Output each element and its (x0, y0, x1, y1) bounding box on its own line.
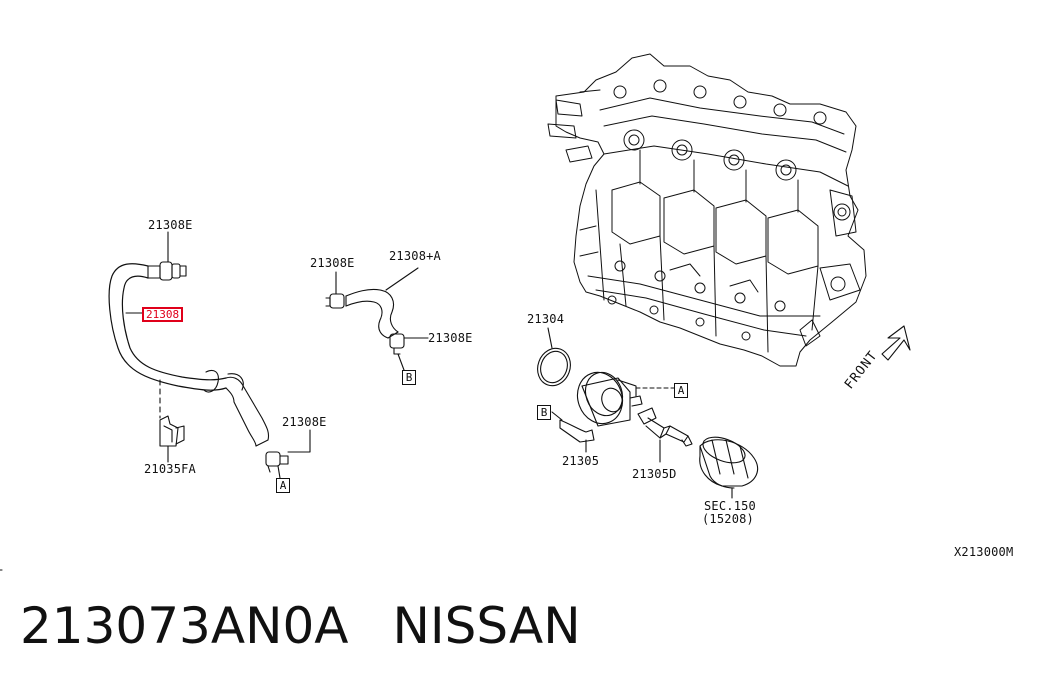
bracket-21035FA (159, 415, 185, 447)
highlighted-part-21308[interactable]: 21308 (142, 307, 184, 322)
diagram-reference-code: X213000M (954, 545, 1014, 559)
connector-marker-b1: B (402, 370, 416, 385)
label-21308A: 21308+A (389, 249, 441, 263)
label-sec150: SEC.150 (704, 499, 756, 513)
brand-name: NISSAN (392, 597, 581, 655)
hose-clip-mid-left (325, 293, 345, 309)
connector-marker-b2: B (537, 405, 551, 420)
part-caption: 213073AN0A NISSAN (20, 596, 581, 656)
label-21308E-lower: 21308E (282, 415, 327, 429)
part-number: 213073AN0A (20, 597, 349, 655)
oil-cooler-21305 (559, 371, 643, 443)
front-arrow-icon (881, 325, 911, 361)
leader-conn-a1 (277, 465, 281, 479)
hose-clip-top (159, 261, 187, 281)
hose-clip-bottom (265, 451, 289, 473)
leader-21304 (547, 327, 553, 349)
leader-21308A (385, 267, 419, 291)
label-21308E-top: 21308E (148, 218, 193, 232)
label-21308E-right: 21308E (428, 331, 473, 345)
leader-conn-b1 (397, 353, 405, 371)
leader-conn-b2 (551, 411, 563, 421)
label-21304: 21304 (527, 312, 565, 326)
label-21305D: 21305D (632, 467, 677, 481)
label-21305: 21305 (562, 454, 600, 468)
connector-marker-a1: A (276, 478, 290, 493)
o-ring-21304 (537, 347, 571, 387)
connector-marker-a2: A (674, 383, 688, 398)
label-21035FA: 21035FA (144, 462, 196, 476)
water-hose-21308 (108, 263, 270, 447)
water-hose-21308A (345, 288, 399, 339)
leader-21308E-b (287, 429, 311, 453)
engine-block (547, 53, 867, 367)
hose-clip-mid-bottom (389, 333, 405, 355)
oil-filter (699, 436, 759, 489)
connector-bolt-21305D (637, 407, 693, 447)
label-15208: (15208) (702, 512, 754, 526)
label-21308E-mid: 21308E (310, 256, 355, 270)
